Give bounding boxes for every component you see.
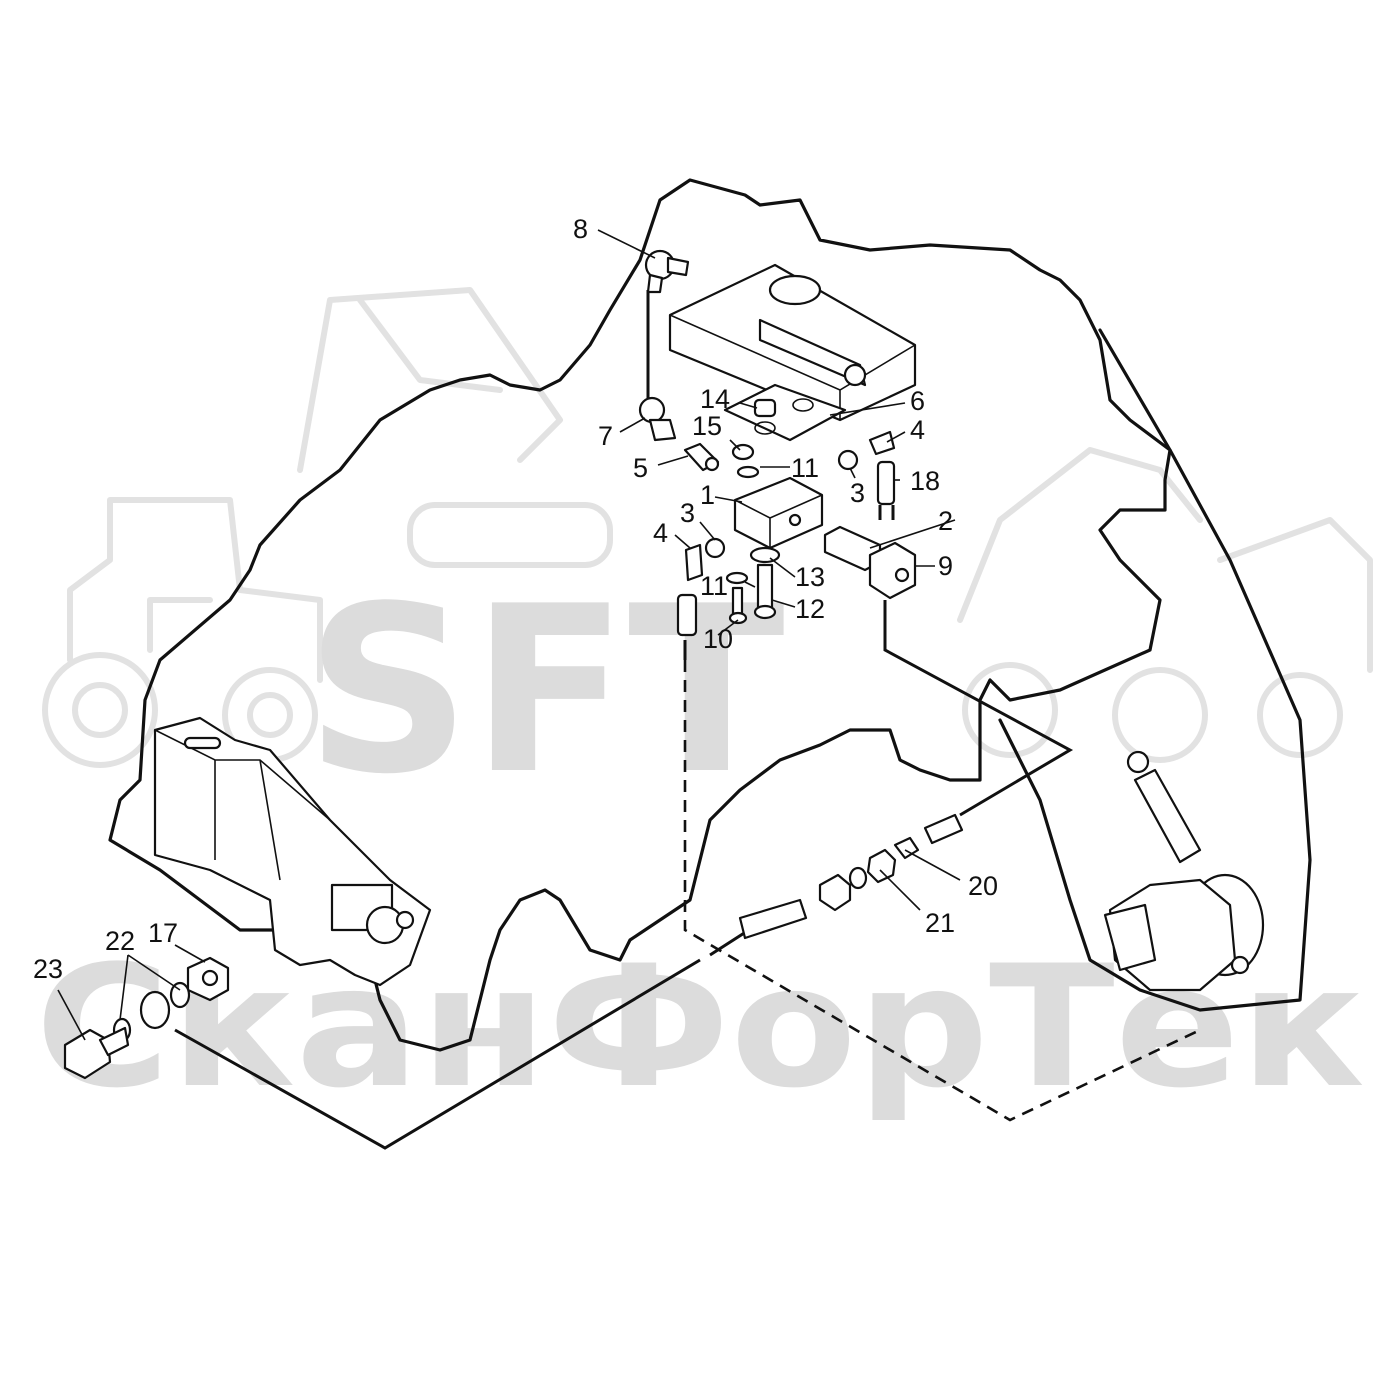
callout-17: 17 [148, 918, 178, 948]
callout-8: 8 [573, 214, 588, 244]
callout-15: 15 [692, 411, 722, 441]
elbow-fitting-7 [638, 396, 677, 442]
fitting-3-upper [837, 449, 859, 471]
callout-4-upper: 4 [910, 415, 925, 445]
watermark-tractor-left [42, 497, 323, 768]
callout-1: 1 [700, 480, 715, 510]
watermark-excavator-center [297, 287, 613, 568]
watermark-logo-text: SFT [305, 558, 785, 825]
bolt-10 [731, 586, 744, 617]
hose-end-lower-line [738, 898, 808, 940]
callout-12: 12 [795, 594, 825, 624]
callout-23: 23 [33, 954, 63, 984]
banjo-bolt-23 [63, 1028, 112, 1080]
elbow-4-lower [684, 543, 704, 582]
callout-9: 9 [938, 551, 953, 581]
callout-10: 10 [703, 624, 733, 654]
fitting-3-lower [704, 537, 726, 559]
control-rod-end [843, 363, 867, 387]
callout-20: 20 [968, 871, 998, 901]
callout-3-upper: 3 [850, 478, 865, 508]
callout-7: 7 [598, 421, 613, 451]
hydraulic-pump [1103, 750, 1265, 992]
valve-block-1 [733, 476, 824, 550]
callout-6: 6 [910, 386, 925, 416]
filler-neck [768, 274, 822, 306]
hose-end-18 [876, 460, 896, 506]
seal-ring-22-upper [169, 981, 191, 1009]
washer-11-top [736, 465, 760, 479]
callout-14: 14 [700, 384, 730, 414]
banjo-eye [139, 990, 171, 1030]
valve-block-assembly [668, 263, 917, 422]
hose-end-upper-line [923, 813, 964, 845]
hydraulic-tank [153, 716, 432, 987]
control-rod [758, 318, 867, 387]
return-line-dashed [683, 660, 1201, 1122]
callout-18: 18 [910, 466, 940, 496]
callout-11-lower: 11 [700, 571, 728, 601]
washer-13 [749, 546, 781, 564]
callouts: 8 7 5 14 15 11 6 4 3 18 1 2 9 3 4 11 13 … [33, 214, 998, 984]
callout-4-lower: 4 [653, 518, 668, 548]
elbow-fitting-8 [644, 249, 690, 294]
leader-lines [57, 229, 961, 1041]
block-9 [868, 541, 917, 600]
supply-line-right [883, 600, 1074, 817]
watermark-loader-right [957, 447, 1373, 763]
callout-22: 22 [105, 926, 135, 956]
fitting-21 [866, 848, 897, 884]
machine-outline [108, 178, 1172, 1052]
callout-2: 2 [938, 506, 953, 536]
callout-13: 13 [795, 562, 825, 592]
callout-5: 5 [633, 453, 648, 483]
bushing [753, 398, 777, 418]
callout-3-lower: 3 [680, 498, 695, 528]
mounting-plate [723, 383, 847, 442]
callout-21: 21 [925, 908, 955, 938]
callout-11-upper: 11 [791, 453, 819, 483]
washer-11-lower [725, 571, 749, 585]
fitting-21-washer [848, 866, 868, 890]
fitting-20 [893, 836, 920, 860]
nut [818, 873, 852, 912]
machine-outline-rear [998, 328, 1312, 1012]
elbow-4-upper [868, 430, 896, 456]
pump-cylinder [1133, 768, 1202, 864]
hose-end-lower [676, 593, 698, 637]
bolt-12 [756, 563, 774, 610]
tank-slot [183, 736, 222, 750]
